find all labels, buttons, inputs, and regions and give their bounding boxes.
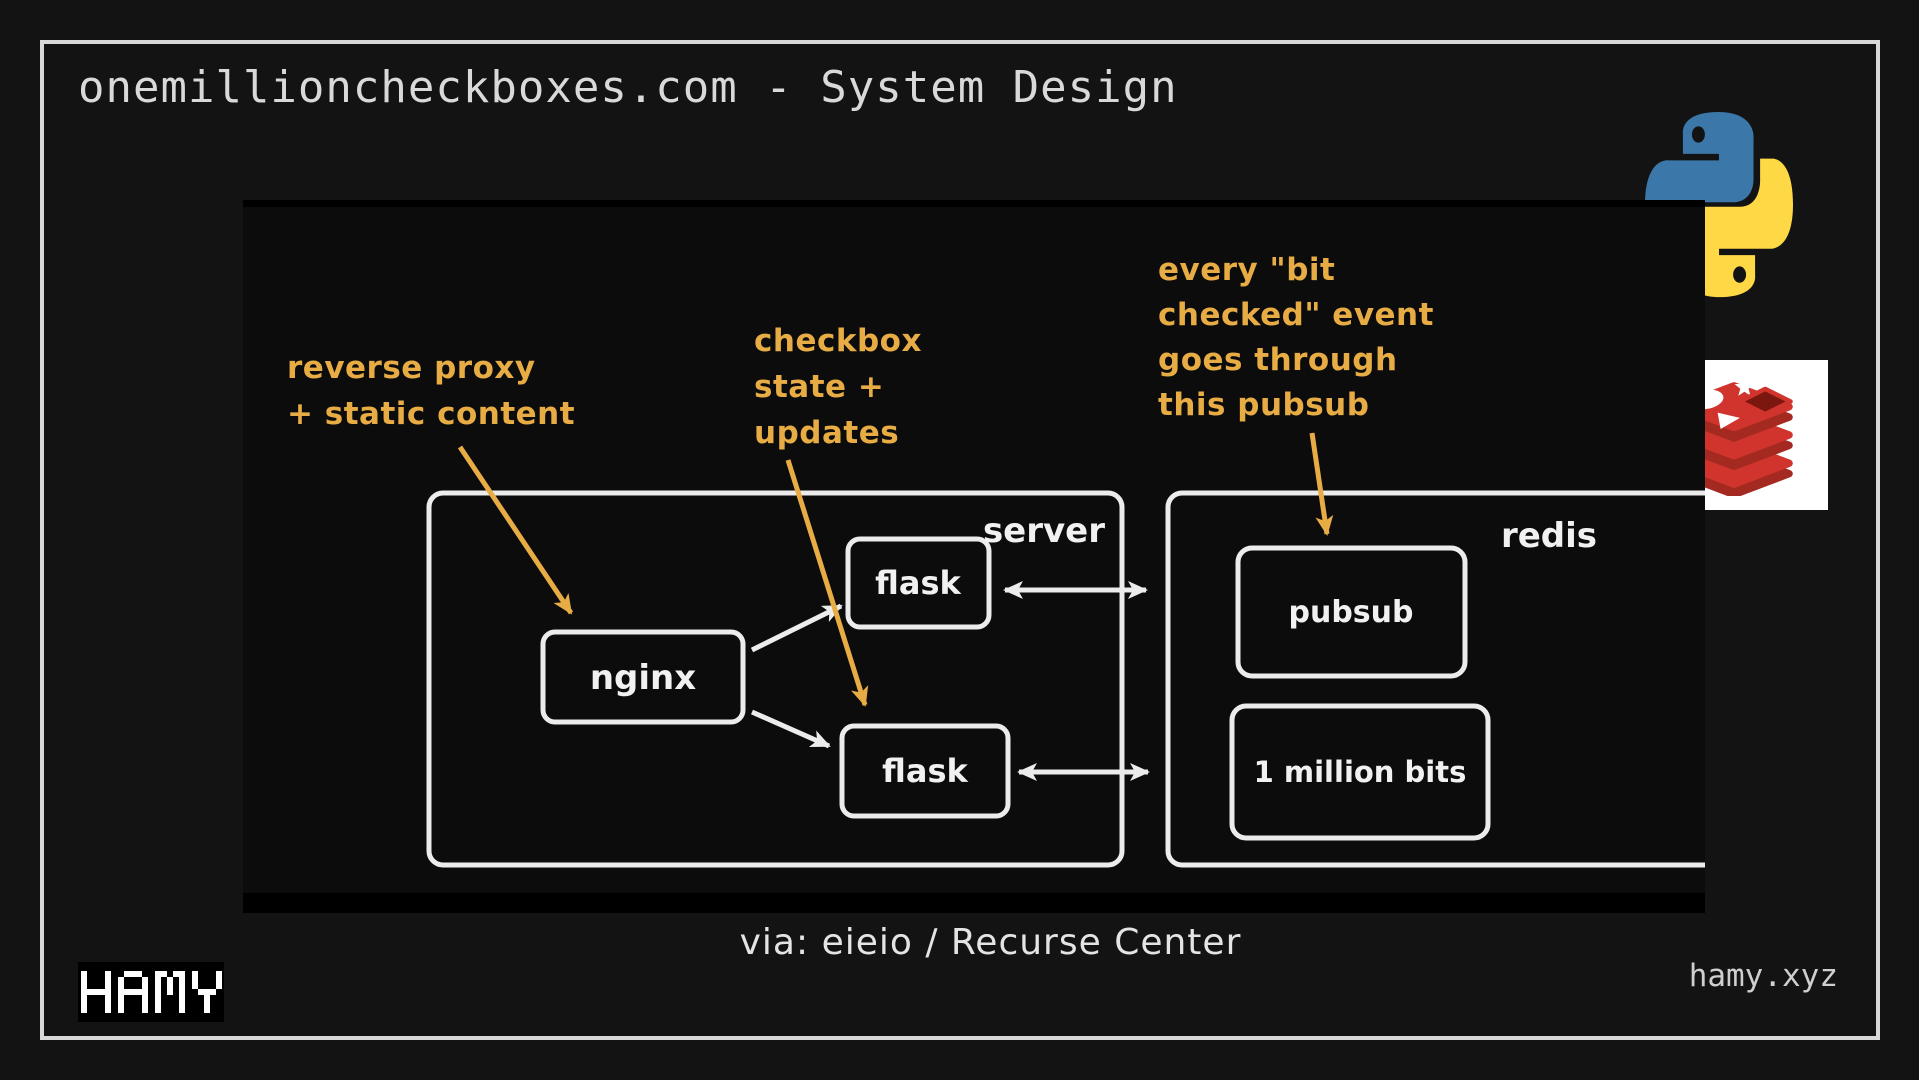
annotation-checkbox-state: checkbox state + updates <box>754 323 922 451</box>
server-label: server <box>983 511 1105 551</box>
letterbox-top <box>243 200 1705 207</box>
site-url: hamy.xyz <box>1688 958 1838 994</box>
redis-box <box>1165 490 1705 868</box>
page-title: onemillioncheckboxes.com - System Design <box>78 62 1178 113</box>
hamy-logo-pixels <box>80 971 222 1013</box>
nginx-node <box>540 629 746 725</box>
arrow-nginx-to-flask-bottom <box>750 709 831 749</box>
annotation-reverse-proxy: reverse proxy + static content <box>287 350 576 432</box>
credit-text: via: eieio / Recurse Center <box>739 922 1242 963</box>
arrow-checkbox-state <box>785 459 869 707</box>
arrow-pubsub-event <box>1309 432 1334 536</box>
redis-label: redis <box>1501 516 1597 556</box>
flask-bottom-label: flask <box>882 752 968 790</box>
pubsub-label: pubsub <box>1289 595 1414 630</box>
diagram-canvas: server redis nginx flask flask pubsub 1 … <box>426 432 1705 868</box>
server-box <box>426 490 1125 868</box>
flask-top-node <box>845 536 992 630</box>
arrow-reverse-proxy <box>457 445 574 615</box>
letterbox-bottom <box>243 893 1705 913</box>
system-diagram: server redis nginx flask flask pubsub 1 … <box>243 200 1705 913</box>
flask-top-label: flask <box>875 564 961 602</box>
annotation-pubsub-event: every "bit checked" event goes through t… <box>1158 252 1434 423</box>
nginx-label: nginx <box>590 658 696 698</box>
pubsub-node <box>1235 545 1468 679</box>
bits-node <box>1229 703 1491 841</box>
hamy-logo <box>78 962 224 1022</box>
outer-frame <box>40 40 1880 1040</box>
bits-label: 1 million bits <box>1254 755 1467 789</box>
arrow-nginx-to-flask-top <box>750 603 843 653</box>
flask-bottom-node <box>839 723 1011 819</box>
